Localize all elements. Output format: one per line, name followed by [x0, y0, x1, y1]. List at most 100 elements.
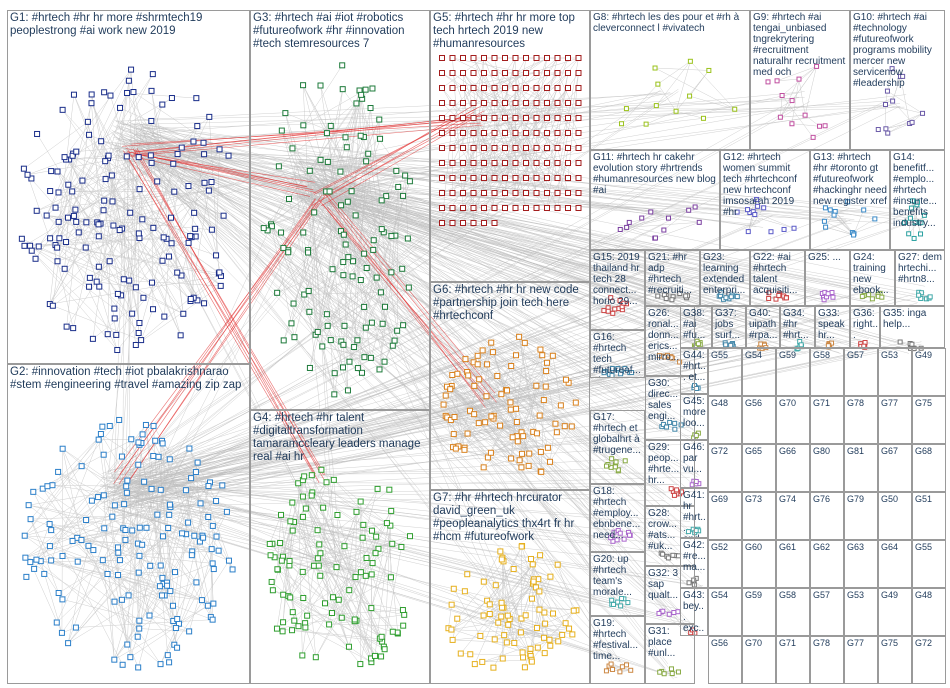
group-box-small: G57	[810, 588, 844, 636]
edge	[72, 155, 224, 216]
edge	[55, 244, 219, 274]
edge	[451, 564, 533, 630]
edge	[36, 559, 161, 665]
cross-edge	[295, 164, 688, 489]
edge	[887, 90, 923, 114]
group-label-small: G63	[847, 542, 865, 552]
cross-edge	[131, 156, 871, 303]
edge	[541, 400, 545, 472]
group-box-g46: G46: par vu...	[680, 440, 708, 488]
edge	[157, 514, 193, 556]
group-box-small: G64	[878, 540, 912, 588]
cross-edge	[321, 192, 665, 499]
group-box-g14: G14: benefitf... #emplo... #hrtech #insu…	[890, 150, 945, 250]
group-label-g33: G33: speak hr...	[818, 308, 848, 341]
cross-edge	[131, 483, 690, 522]
edge	[137, 481, 145, 544]
group-label-g20: G20: up #hrtech team's morale...	[593, 554, 632, 598]
group-label-g17: G17: #hrtech et globalhrt à #trugene...	[593, 412, 643, 456]
cross-edge	[124, 100, 890, 150]
group-box-g23: G23: learning extended enterpri...	[700, 250, 750, 306]
edge	[57, 261, 74, 329]
edge	[27, 159, 70, 175]
edge	[72, 222, 98, 329]
edge	[452, 87, 569, 224]
edge	[656, 61, 691, 106]
edge	[493, 642, 508, 668]
group-box-g21: G21: #hr adp #hrtech #recruiti...	[645, 250, 700, 306]
cross-edge	[146, 153, 667, 359]
edge	[515, 57, 548, 74]
edge	[657, 83, 677, 112]
edge	[50, 238, 153, 283]
group-label-small: G74	[779, 494, 797, 504]
group-box-small: G66	[776, 444, 810, 492]
group-box-small: G81	[844, 444, 878, 492]
cross-edge	[103, 214, 664, 492]
cross-edge	[110, 130, 665, 668]
edge	[363, 186, 399, 254]
edge	[67, 582, 168, 644]
edge	[88, 236, 196, 287]
cross-edge	[293, 171, 627, 370]
cross-edge	[116, 144, 698, 478]
edge	[23, 121, 89, 169]
edge	[91, 103, 163, 261]
group-box-g33: G33: speak hr...	[815, 306, 850, 348]
group-label-small: G48	[915, 590, 933, 600]
cross-edge	[148, 147, 674, 501]
group-label-small: G77	[881, 398, 899, 408]
group-box-small: G62	[810, 540, 844, 588]
edge	[626, 227, 656, 239]
edge	[452, 639, 507, 643]
edge	[138, 571, 176, 573]
edge	[49, 94, 75, 305]
edge	[349, 287, 410, 362]
edge	[135, 285, 221, 346]
edge	[791, 123, 820, 127]
group-box-g2: G2: #innovation #tech #iot pbalakrishnar…	[7, 364, 250, 684]
cross-edge	[306, 106, 901, 183]
group-box-small: G72	[912, 636, 946, 684]
group-label-small: G54	[745, 350, 763, 360]
group-box-g44: G44: #hrt... et...	[680, 348, 708, 394]
group-box-g12: G12: #hrtech women summit tech #hrtechco…	[720, 150, 810, 250]
cross-edge	[131, 500, 613, 546]
edge	[77, 529, 126, 539]
group-box-g8: G8: #hrtech les des pour et #rh à clever…	[590, 10, 750, 150]
cross-edge	[128, 96, 895, 471]
group-label-small: G53	[881, 350, 899, 360]
edge	[282, 521, 291, 623]
edge	[391, 186, 399, 273]
edge	[500, 551, 534, 580]
edge	[503, 564, 533, 608]
edge	[912, 200, 921, 235]
edge	[748, 206, 758, 232]
cross-edge	[316, 163, 674, 557]
edge	[121, 228, 165, 317]
group-label-g8: G8: #hrtech les des pour et #rh à clever…	[593, 12, 742, 34]
cross-edge	[141, 150, 852, 224]
edge	[127, 527, 169, 645]
cross-edge	[112, 507, 678, 678]
group-box-g41: G41: hr #hrt... end...	[680, 488, 708, 538]
edge	[539, 555, 577, 611]
edge	[349, 340, 358, 362]
edge	[139, 628, 190, 632]
edge	[912, 200, 916, 223]
group-label-small: G55	[915, 542, 933, 552]
group-box-small: G58	[776, 588, 810, 636]
edge	[282, 556, 382, 657]
edge	[312, 488, 378, 493]
edge	[552, 355, 562, 406]
edge	[24, 535, 214, 604]
edge	[494, 634, 563, 640]
group-label-small: G48	[711, 398, 729, 408]
cross-edge	[135, 427, 665, 485]
cross-edge	[329, 176, 825, 348]
edge	[448, 604, 452, 629]
edge	[780, 114, 806, 118]
edge	[536, 87, 579, 134]
cross-edge	[327, 173, 733, 339]
edge	[379, 236, 392, 370]
